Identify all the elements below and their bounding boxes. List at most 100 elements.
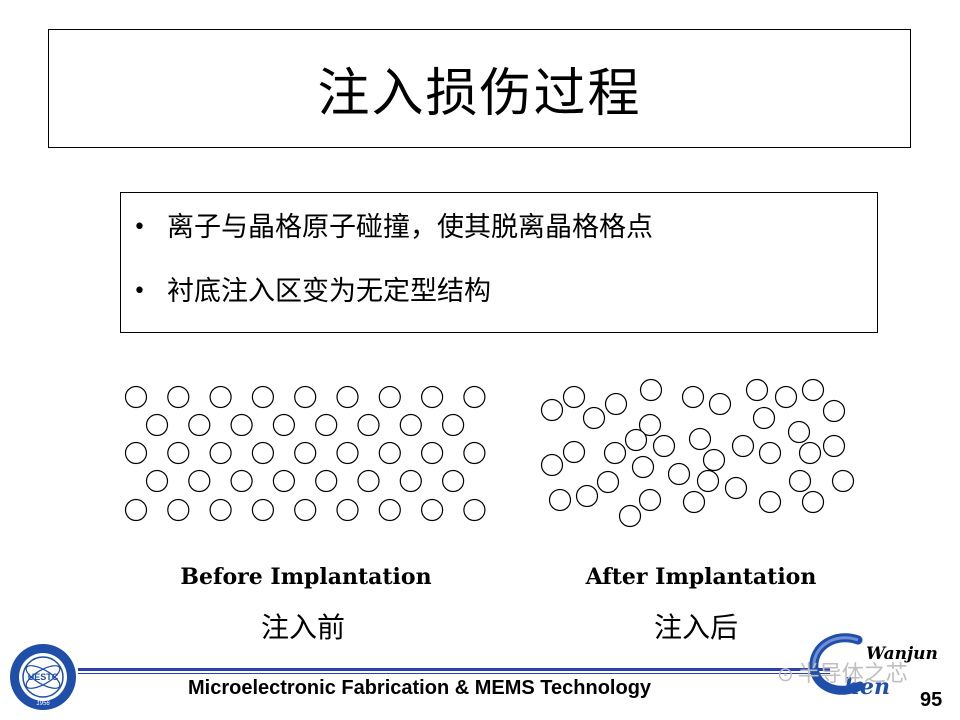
atom <box>315 413 338 437</box>
chen-logo-icon: hen <box>806 632 926 706</box>
atom <box>230 413 253 437</box>
atom <box>209 441 232 465</box>
bullet-text: 衬底注入区变为无定型结构 <box>167 276 491 307</box>
atom <box>667 462 691 486</box>
logo-year: 1956 <box>36 701 50 707</box>
atom <box>442 413 465 437</box>
atom <box>638 413 662 437</box>
atom <box>631 455 655 479</box>
before-caption-en: Before Implantation <box>180 564 432 590</box>
course-title: Microelectronic Fabrication & MEMS Techn… <box>188 677 652 699</box>
atom <box>582 406 606 430</box>
atom <box>702 448 726 472</box>
bullet-box: • 离子与晶格原子碰撞，使其脱离晶格格点 • 衬底注入区变为无定型结构 <box>120 192 878 333</box>
atom <box>294 498 317 522</box>
atom <box>399 469 422 493</box>
after-caption-zh: 注入后 <box>653 611 738 644</box>
atom <box>336 441 359 465</box>
logo-text: UESTC <box>28 672 59 682</box>
atom <box>421 385 444 409</box>
atom <box>167 441 190 465</box>
atom <box>548 488 572 512</box>
atom <box>688 427 712 451</box>
atom <box>801 490 825 514</box>
watermark-text: 半导体之芯 <box>797 662 908 687</box>
atom <box>708 392 732 416</box>
atom <box>681 385 705 409</box>
atom <box>758 441 782 465</box>
atom <box>575 484 599 508</box>
atom <box>540 453 564 477</box>
atom <box>251 498 274 522</box>
page-number: 95 <box>920 689 943 711</box>
bullet-text: 离子与晶格原子碰撞，使其脱离晶格格点 <box>167 212 653 243</box>
atom <box>145 413 169 437</box>
amorphous-lattice <box>540 378 855 528</box>
atom <box>758 490 782 514</box>
atom <box>336 385 359 409</box>
atom <box>124 441 148 465</box>
bullet-marker: • <box>133 279 146 304</box>
atom <box>315 469 338 493</box>
atom <box>230 469 253 493</box>
atom <box>604 392 628 416</box>
atom <box>124 385 148 409</box>
atom <box>696 469 720 493</box>
atom <box>596 470 620 494</box>
atom <box>378 385 401 409</box>
before-caption-zh: 注入前 <box>260 611 345 644</box>
atom <box>745 378 769 402</box>
atom <box>209 385 232 409</box>
atom <box>682 490 706 514</box>
atom <box>357 469 380 493</box>
atom <box>336 498 359 522</box>
atom <box>562 440 586 464</box>
atom <box>652 434 676 458</box>
atom <box>421 498 444 522</box>
atom <box>624 428 648 452</box>
atom <box>272 413 295 437</box>
atom <box>788 469 812 493</box>
bullet-item: • 离子与晶格原子碰撞，使其脱离晶格格点 <box>133 211 877 245</box>
atom <box>752 406 776 430</box>
atom <box>124 498 148 522</box>
atom <box>378 498 401 522</box>
atom <box>774 385 798 409</box>
atom <box>787 420 811 444</box>
atom <box>378 441 401 465</box>
atom <box>638 488 662 512</box>
bullet-item: • 衬底注入区变为无定型结构 <box>133 275 877 309</box>
atom <box>463 441 486 465</box>
atom <box>167 498 190 522</box>
atom <box>540 398 564 422</box>
atom <box>188 413 211 437</box>
atom <box>251 385 274 409</box>
atom <box>145 469 169 493</box>
atom <box>603 441 627 465</box>
svg-text:hen: hen <box>844 674 890 700</box>
atom <box>294 441 317 465</box>
atom <box>463 385 486 409</box>
wechat-icon: ⊙ <box>777 662 794 686</box>
bullet-marker: • <box>133 215 146 240</box>
footer-rule-thin <box>78 673 830 674</box>
atom <box>251 441 274 465</box>
atom <box>188 469 211 493</box>
atom <box>724 476 748 500</box>
atom <box>798 441 822 465</box>
atom <box>831 469 855 493</box>
title-box: 注入损伤过程 <box>48 29 911 148</box>
after-caption-en: After Implantation <box>585 564 817 590</box>
atom <box>294 385 317 409</box>
atom <box>399 413 422 437</box>
atom <box>618 504 642 528</box>
footer-rule <box>78 668 830 671</box>
atom <box>442 469 465 493</box>
author-name: Wanjun <box>866 644 938 664</box>
atom <box>357 413 380 437</box>
atom <box>822 434 846 458</box>
watermark: ⊙半导体之芯 <box>777 656 908 688</box>
atom <box>731 434 755 458</box>
university-seal-icon: UESTC 1956 <box>8 642 78 716</box>
